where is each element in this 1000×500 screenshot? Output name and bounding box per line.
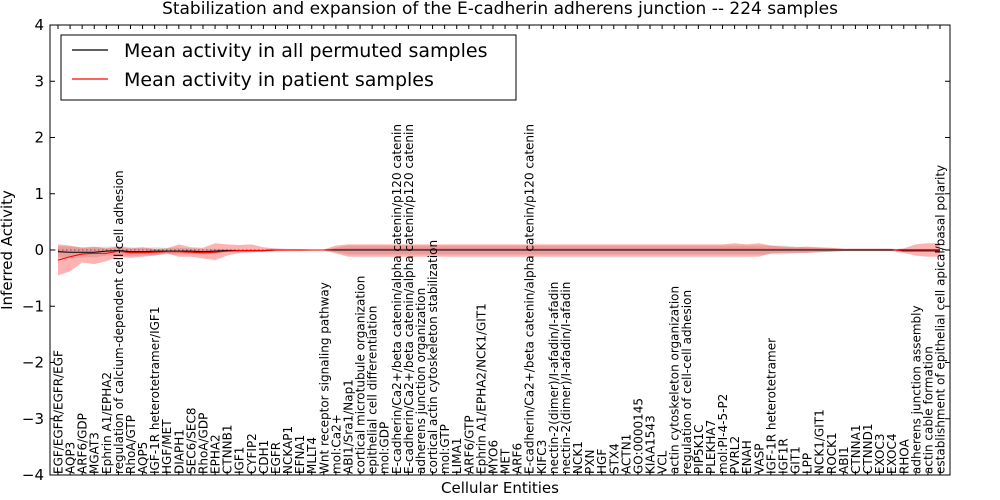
y-tick-label: −2: [22, 354, 44, 372]
x-tick-label: nectin-2(dimer)/I-afadin/I-afadin: [547, 282, 561, 474]
x-tick-label: IGF1: [233, 447, 247, 474]
x-tick-label: MET: [499, 448, 513, 474]
x-tick-label: CDH1: [257, 440, 271, 474]
y-tick-label: 4: [34, 16, 44, 34]
y-tick-label: 0: [34, 241, 44, 259]
patient-band: [58, 243, 940, 276]
x-tick-label: EGF/EGFR/EGFR/EGF: [52, 350, 66, 474]
x-tick-label: IGF-1R heterotetramer/IGF1: [148, 307, 162, 474]
x-tick-label: ARF6/GDP: [76, 413, 90, 474]
x-tick-label: regulation of cell-cell adhesion: [680, 290, 694, 474]
x-tick-label: NCK1/GIT1: [813, 409, 827, 474]
x-tick-label: PLEKHA7: [704, 420, 718, 474]
x-tick-label: actin cytoskeleton organization: [668, 286, 682, 474]
x-tick-label: ABI1: [837, 446, 851, 474]
x-tick-label: ROCK1: [825, 432, 839, 474]
legend-box: [60, 34, 517, 101]
y-tick-label: 3: [34, 72, 44, 90]
x-tick-label: Ephrin A1/EPHA2/NCK1/GIT1: [474, 303, 488, 474]
x-tick-label: nectin-2(dimer)/I-afadin/I-afadin: [559, 282, 573, 474]
x-tick-label: EXOC4: [885, 434, 899, 475]
y-tick-label: 1: [34, 185, 44, 203]
x-axis: EGF/EGFR/EGFR/EGFAQP3ARF6/GDPMGAT3Ephrin…: [52, 25, 948, 475]
x-tick-label: regulation of calcium-dependent cell-cel…: [112, 170, 126, 474]
y-tick-label: −1: [22, 297, 44, 315]
series-line-patient: [57, 248, 940, 261]
x-tick-label: IGF1R: [776, 438, 790, 474]
x-tick-label: LPP: [801, 453, 815, 474]
x-tick-label: GO:0000145: [631, 398, 645, 474]
x-tick-label: PIP5K1C: [692, 424, 706, 474]
x-tick-label: MLLT4: [305, 437, 319, 474]
x-tick-label: EFNA1: [293, 435, 307, 474]
x-tick-label: CTNNB1: [221, 424, 235, 474]
x-tick-label: Ephrin A1/EPHA2: [100, 372, 114, 474]
x-tick-label: DIAPH1: [172, 429, 186, 474]
x-tick-label: IGF-1R heterotetramer: [764, 338, 778, 474]
x-tick-label: VASP: [752, 443, 766, 474]
y-tick-label: −4: [22, 466, 44, 484]
x-tick-label: cortical actin cytoskeleton stabilizatio…: [426, 240, 440, 474]
x-tick-label: NCKAP1: [281, 426, 295, 474]
y-axis: −4 −3 −2 −1 0 1 2 3 4: [22, 16, 950, 484]
y-tick-label: −3: [22, 410, 44, 428]
x-tick-label: VCL: [656, 450, 670, 474]
x-tick-label: ENAH: [740, 440, 754, 474]
x-tick-label: CYFIP2: [245, 433, 259, 474]
x-tick-label: CTNNA1: [849, 424, 863, 474]
x-tick-label: LIMA1: [450, 438, 464, 474]
series-line-permuted: [57, 249, 940, 253]
x-tick-label: E-cadherin/Ca2+/beta catenin/alpha caten…: [523, 124, 537, 474]
x-tick-label: ACTN1: [619, 434, 633, 474]
x-tick-label: AQP3: [64, 442, 78, 474]
x-tick-label: AQP5: [136, 442, 150, 474]
x-tick-label: cortical microtubule organization: [354, 276, 368, 474]
x-tick-label: KIAA1543: [644, 415, 658, 474]
x-tick-label: HGF: [595, 449, 609, 474]
x-tick-label: establishment of epithelial cell apical/…: [934, 165, 948, 474]
y-tick-label: 2: [34, 129, 44, 147]
plot-area: [50, 243, 950, 276]
x-tick-label: E-cadherin/Ca2+/beta catenin/alpha caten…: [390, 124, 404, 474]
x-tick-label: GIT1: [789, 446, 803, 474]
x-tick-label: CTNND1: [861, 423, 875, 474]
x-tick-label: RHOA: [897, 438, 911, 474]
x-tick-label: mol:PI-4-5-P2: [716, 394, 730, 474]
x-tick-label: KIFC3: [535, 440, 549, 474]
x-tick-label: E-cadherin/Ca2+/beta catenin/alpha caten…: [402, 124, 416, 474]
x-tick-label: RhoA/GDP: [196, 413, 210, 474]
x-tick-label: RhoA/GTP: [124, 415, 138, 474]
x-tick-label: PXN: [583, 450, 597, 474]
legend: Mean activity in all permuted samples Me…: [60, 34, 517, 101]
x-tick-label: EPHA2: [209, 434, 223, 474]
x-tick-label: actin cable formation: [921, 346, 935, 474]
x-tick-label: NCK1: [571, 441, 585, 474]
x-tick-label: MYO6: [486, 440, 500, 474]
x-tick-label: mol:GDP: [378, 422, 392, 474]
x-tick-label: ARF6: [511, 443, 525, 474]
permuted-band: [58, 245, 940, 258]
x-tick-label: ARF6/GTP: [462, 415, 476, 474]
x-tick-label: adherens junction organization: [414, 288, 428, 474]
x-tick-label: HGF/MET: [160, 419, 174, 474]
legend-label-patient: Mean activity in patient samples: [124, 69, 434, 91]
x-tick-label: ABI1/Sra1/Nap1: [341, 379, 355, 474]
x-tick-label: adherens junction assembly: [909, 305, 923, 474]
x-tick-label: Wnt receptor signaling pathway: [317, 282, 331, 474]
legend-label-permuted: Mean activity in all permuted samples: [124, 40, 487, 62]
chart-title: Stabilization and expansion of the E-cad…: [162, 0, 838, 19]
x-tick-label: SEC6/SEC8: [184, 408, 198, 474]
x-tick-label: mol:GTP: [438, 424, 452, 474]
x-axis-label: Cellular Entities: [441, 479, 559, 497]
x-tick-label: EXOC3: [873, 434, 887, 475]
y-axis-label: Inferred Activity: [0, 190, 16, 310]
x-tick-label: PVRL2: [728, 436, 742, 474]
x-tick-label: EGFR: [269, 442, 283, 474]
x-tick-label: MGAT3: [88, 432, 102, 474]
x-tick-label: STX4: [607, 443, 621, 474]
x-tick-label: mol:Ca2+: [329, 414, 343, 474]
x-tick-label: epithelial cell differentiation: [366, 306, 380, 474]
